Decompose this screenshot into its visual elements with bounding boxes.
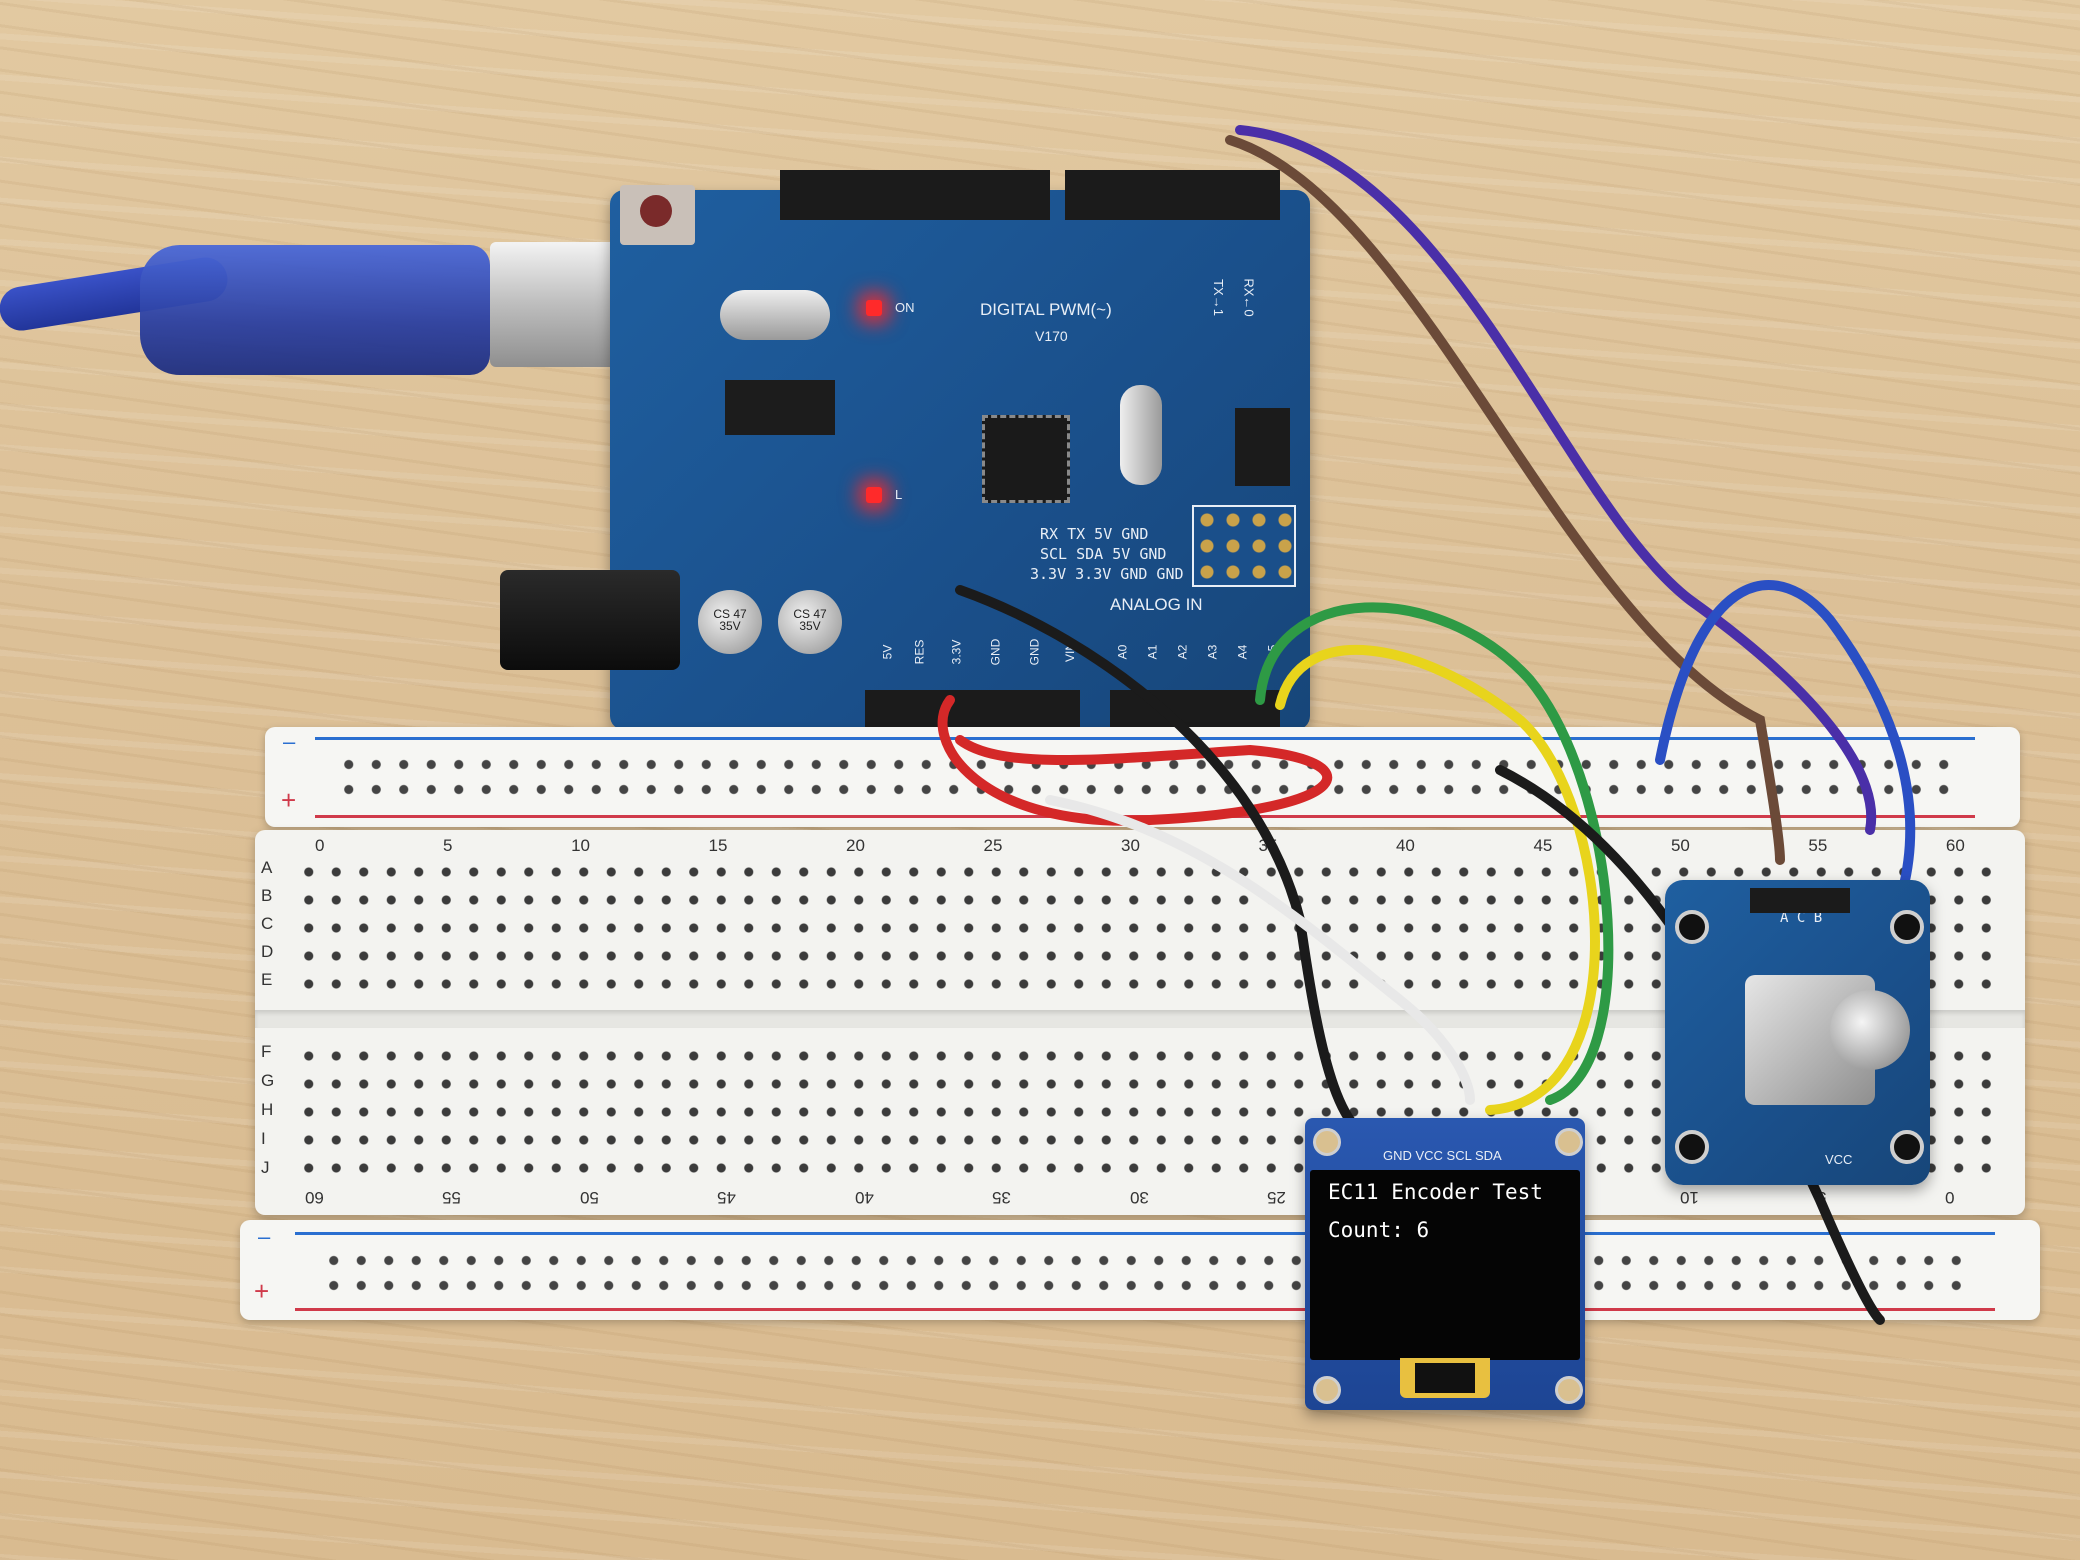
row-letters-top: A B C D E — [261, 858, 273, 998]
digital-header-right — [1065, 170, 1280, 220]
row-letter: I — [261, 1129, 266, 1148]
bottom-rail-holes — [320, 1248, 1970, 1298]
analog-header — [1110, 690, 1280, 730]
oled-module: GND VCC SCL SDA EC11 Encoder Test Count:… — [1305, 1118, 1585, 1410]
dc-power-jack — [500, 570, 680, 670]
encoder-vcc-label: VCC — [1825, 1152, 1853, 1167]
wire-white — [1045, 795, 1475, 1105]
col-num: 20 — [846, 836, 865, 855]
oled-screen: EC11 Encoder Test Count: 6 — [1310, 1170, 1580, 1360]
power-led-label: ON — [895, 300, 915, 315]
reset-button[interactable] — [620, 185, 695, 245]
crystal-oscillator — [720, 290, 830, 340]
oled-pin-labels: GND VCC SCL SDA — [1383, 1148, 1502, 1163]
wire-blue — [1655, 580, 1916, 905]
col-num: 5 — [443, 836, 453, 855]
oled-mount-hole-1 — [1313, 1128, 1341, 1156]
capacitor-2-label: CS 47 35V — [793, 607, 827, 633]
usb-serial-chip — [725, 380, 835, 435]
capacitor-2 — [778, 590, 842, 654]
col-num: 50 — [1670, 836, 1690, 855]
oled-line-title: EC11 Encoder Test — [1328, 1180, 1543, 1204]
encoder-mount-hole-4 — [1890, 1130, 1924, 1164]
pin-info-row-3: 3.3V 3.3V GND GND — [1030, 565, 1184, 583]
mcu-crystal — [1120, 385, 1162, 485]
top-number-row: 0 5 10 15 20 25 30 35 40 45 50 55 60 — [315, 836, 1965, 856]
power-header — [865, 690, 1080, 730]
top-rail-minus: – — [283, 729, 296, 754]
rotary-encoder-module: A C B VCC — [1665, 880, 1930, 1185]
row-letter: E — [261, 970, 273, 989]
l-led-label: L — [895, 487, 903, 502]
encoder-mount-hole-3 — [1675, 1130, 1709, 1164]
row-letter: B — [261, 886, 273, 905]
bottom-rail-minus: – — [258, 1224, 271, 1249]
pin-info-row-2: SCL SDA 5V GND — [1040, 545, 1167, 563]
capacitor-1 — [698, 590, 762, 654]
analog-label: ANALOG IN — [1110, 595, 1203, 614]
pin-info-row-1: RX TX 5V GND — [1040, 525, 1149, 543]
col-num: 60 — [1945, 836, 1965, 855]
top-rail-plus: + — [281, 785, 297, 815]
digital-label: DIGITAL PWM(~) — [980, 300, 1112, 319]
microcontroller-chip — [982, 415, 1070, 503]
arduino-board: DIGITAL PWM(~) V170 TX→1 RX←0 ON L RX TX… — [500, 170, 1310, 730]
col-num: 25 — [983, 836, 1003, 855]
oled-mount-hole-2 — [1555, 1128, 1583, 1156]
encoder-pin-header — [1750, 888, 1850, 913]
col-num: 55 — [1808, 836, 1828, 855]
digital-header-left — [780, 170, 1050, 220]
row-letter: C — [261, 914, 274, 933]
col-num: 10 — [571, 836, 590, 855]
wire-brown — [1225, 135, 1785, 865]
bottom-rail-plus: + — [254, 1276, 270, 1306]
row-letters-bottom: F G H I J — [261, 1042, 274, 1187]
oled-mount-hole-4 — [1555, 1376, 1583, 1404]
encoder-pin-labels: A C B — [1780, 910, 1823, 926]
col-num: 30 — [1121, 836, 1140, 855]
row-letter: G — [261, 1071, 275, 1090]
capacitor-1-label: CS 47 35V — [713, 607, 747, 633]
wire-red — [937, 695, 1333, 826]
usb-connector-sleeve — [140, 245, 490, 375]
bottom-rail-blue-line — [295, 1232, 1995, 1235]
reset-button-cap — [640, 195, 672, 227]
wire-yellow — [1275, 645, 1600, 1115]
col-num: 40 — [1395, 836, 1415, 855]
l-led — [866, 487, 882, 503]
top-rail-blue-line — [315, 737, 1975, 740]
col-num: 45 — [1533, 836, 1553, 855]
row-letter: A — [261, 858, 273, 877]
bottom-rail-red-line — [295, 1308, 1995, 1311]
col-num: 0 — [315, 836, 325, 855]
bottom-power-rail: – + — [240, 1220, 2040, 1320]
oled-flex-cable-dark — [1415, 1363, 1475, 1393]
wire-black-1 — [955, 585, 1395, 1146]
power-led — [866, 300, 882, 316]
encoder-mount-hole-2 — [1890, 910, 1924, 944]
icsp-header — [1235, 408, 1290, 486]
encoder-mount-hole-1 — [1675, 910, 1709, 944]
pin-grid — [1192, 505, 1296, 587]
col-num: 15 — [708, 836, 728, 855]
row-letter: F — [261, 1042, 272, 1061]
wire-purple — [1235, 125, 1877, 835]
oled-mount-hole-3 — [1313, 1376, 1341, 1404]
row-letter: H — [261, 1100, 274, 1119]
board-model: V170 — [1035, 328, 1068, 344]
row-letter: D — [261, 942, 274, 961]
wire-green — [1255, 602, 1614, 1105]
row-letter: J — [261, 1158, 270, 1177]
encoder-knob-shaft[interactable] — [1830, 990, 1910, 1070]
oled-line-count: Count: 6 — [1328, 1218, 1430, 1242]
